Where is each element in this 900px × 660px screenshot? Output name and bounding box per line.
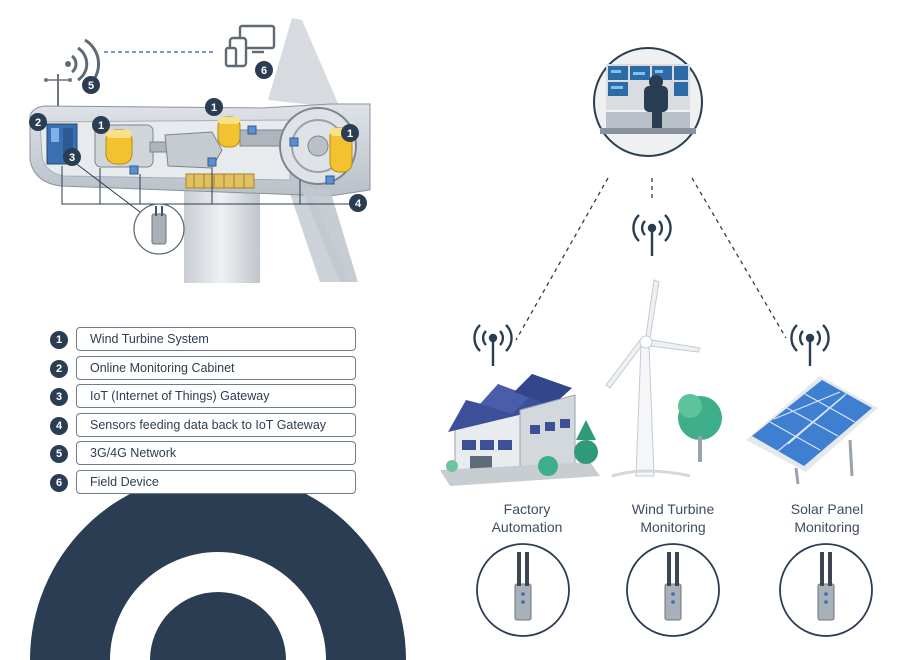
badge-gearbox: 1 <box>205 98 223 116</box>
svg-text:5: 5 <box>88 80 94 92</box>
caption-line: Solar Panel <box>790 501 864 517</box>
caption-line: Automation <box>491 519 563 535</box>
legend-number: 4 <box>50 416 68 435</box>
badge-sensors: 4 <box>349 194 367 212</box>
legend-label: Field Device <box>76 469 356 494</box>
svg-text:1: 1 <box>211 102 217 114</box>
legend-number: 6 <box>50 473 68 492</box>
control-links <box>515 177 787 341</box>
badge-generator: 1 <box>92 116 110 134</box>
caption-wind-turbine-monitoring: Wind Turbine Monitoring <box>613 500 733 536</box>
badge-field-device: 6 <box>255 61 273 79</box>
badge-gateway: 3 <box>63 148 81 166</box>
legend-item-sensors: 4 Sensors feeding data back to IoT Gatew… <box>50 412 360 441</box>
caption-factory-automation: Factory Automation <box>467 500 587 536</box>
caption-line: Wind Turbine <box>631 501 715 517</box>
legend-item-wind-turbine-system: 1 Wind Turbine System <box>50 326 360 355</box>
caption-line: Factory <box>503 501 551 517</box>
legend-item-field-device: 6 Field Device <box>50 469 360 498</box>
legend-number: 1 <box>50 331 68 349</box>
svg-text:6: 6 <box>261 65 267 77</box>
legend-item-iot-gateway: 3 IoT (Internet of Things) Gateway <box>50 383 360 412</box>
svg-text:1: 1 <box>347 128 353 140</box>
legend-number: 2 <box>50 359 68 378</box>
badge-network: 5 <box>82 76 100 94</box>
svg-text:2: 2 <box>35 117 41 129</box>
badge-cabinet: 2 <box>29 113 47 131</box>
devices-icon <box>224 24 276 68</box>
control-room <box>593 47 703 157</box>
factory-illustration <box>440 374 600 486</box>
legend-label: Online Monitoring Cabinet <box>76 355 356 380</box>
legend-label: Sensors feeding data back to IoT Gateway <box>76 412 356 437</box>
badge-hub: 1 <box>341 124 359 142</box>
svg-text:4: 4 <box>355 198 362 210</box>
legend-number: 3 <box>50 388 68 407</box>
turbine-cross-section <box>29 18 371 283</box>
antenna-icon <box>473 214 830 366</box>
turbine-badges: 1 1 1 2 3 4 5 6 <box>29 61 367 212</box>
caption-line: Monitoring <box>640 519 706 535</box>
solar-panel-illustration <box>746 376 878 485</box>
caption-solar-panel-monitoring: Solar Panel Monitoring <box>767 500 887 536</box>
legend-label: 3G/4G Network <box>76 441 356 466</box>
wind-turbine-illustration <box>605 279 722 478</box>
legend-item-network: 5 3G/4G Network <box>50 440 360 469</box>
legend-number: 5 <box>50 445 68 464</box>
legend-item-monitoring-cabinet: 2 Online Monitoring Cabinet <box>50 355 360 384</box>
legend-label: IoT (Internet of Things) Gateway <box>76 384 356 409</box>
legend: 1 Wind Turbine System 2 Online Monitorin… <box>50 326 360 498</box>
legend-label: Wind Turbine System <box>76 327 356 351</box>
svg-text:1: 1 <box>98 120 104 132</box>
decorative-arcs <box>30 472 406 660</box>
svg-text:3: 3 <box>69 152 75 164</box>
caption-line: Monitoring <box>794 519 860 535</box>
gateway-devices <box>476 543 873 637</box>
